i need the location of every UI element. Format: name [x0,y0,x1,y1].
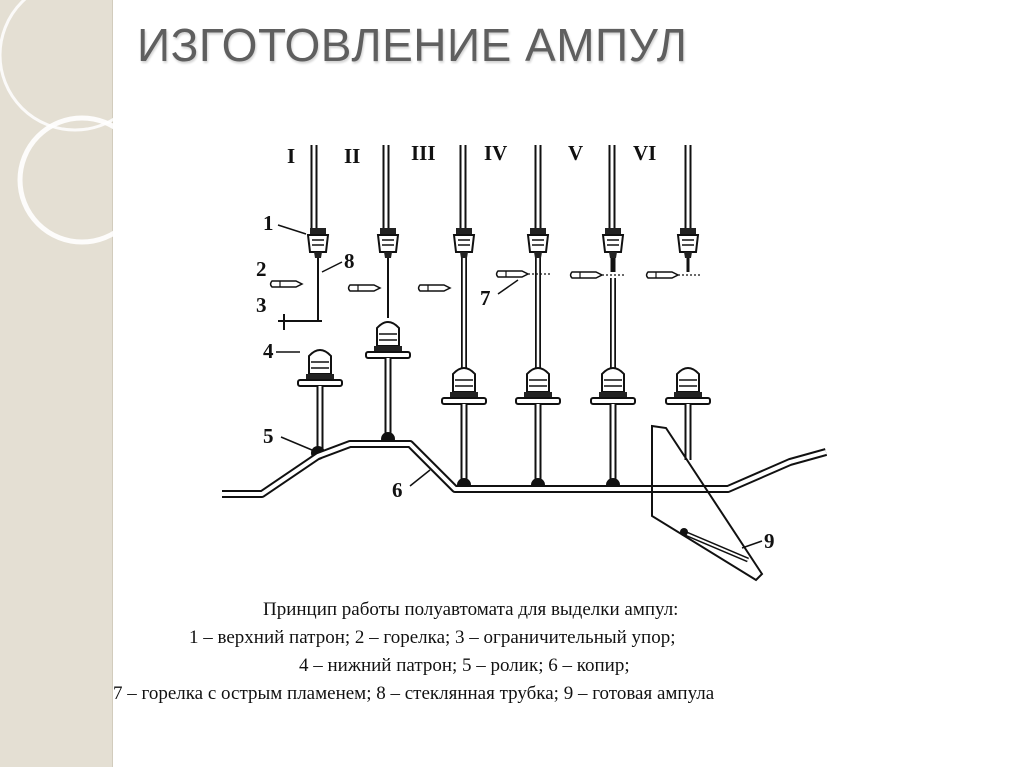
callout-5: 5 [263,424,274,448]
caption-legend-line-3: 7 – горелка с острым пламенем; 8 – стекл… [113,683,715,704]
callout-3: 3 [256,293,267,317]
callout-9: 9 [764,529,775,553]
station-5 [569,145,636,492]
caption-legend-line-2: 4 – нижний патрон; 5 – ролик; 6 – копир; [299,655,630,676]
ampoule-chute [651,424,764,582]
station-label-5: V [568,141,583,165]
caption-legend-line-1: 1 – верхний патрон; 2 – горелка; 3 – огр… [189,627,676,648]
station-3 [417,145,487,492]
station-label-1: I [287,144,295,168]
page-title: ИЗГОТОВЛЕНИЕ АМПУЛ [137,19,688,71]
callout-1: 1 [263,211,274,235]
callout-8: 8 [344,249,355,273]
callout-4: 4 [263,339,274,363]
callout-7: 7 [480,286,491,310]
station-label-2: II [344,144,360,168]
station-1 [269,145,343,460]
station-label-6: VI [633,141,656,165]
station-2 [347,145,411,446]
station-label-3: III [411,141,436,165]
callout-2: 2 [256,257,267,281]
station-6 [645,145,711,460]
station-4 [495,145,561,492]
station-label-4: IV [484,141,507,165]
caption-heading: Принцип работы полуавтомата для выделки … [263,599,679,620]
ampoule-machine-diagram: I II III IV V VI 1 2 3 4 5 6 7 8 9 [222,141,828,582]
decorative-circles [0,0,140,245]
callout-6: 6 [392,478,403,502]
side-panel-border [112,0,113,767]
